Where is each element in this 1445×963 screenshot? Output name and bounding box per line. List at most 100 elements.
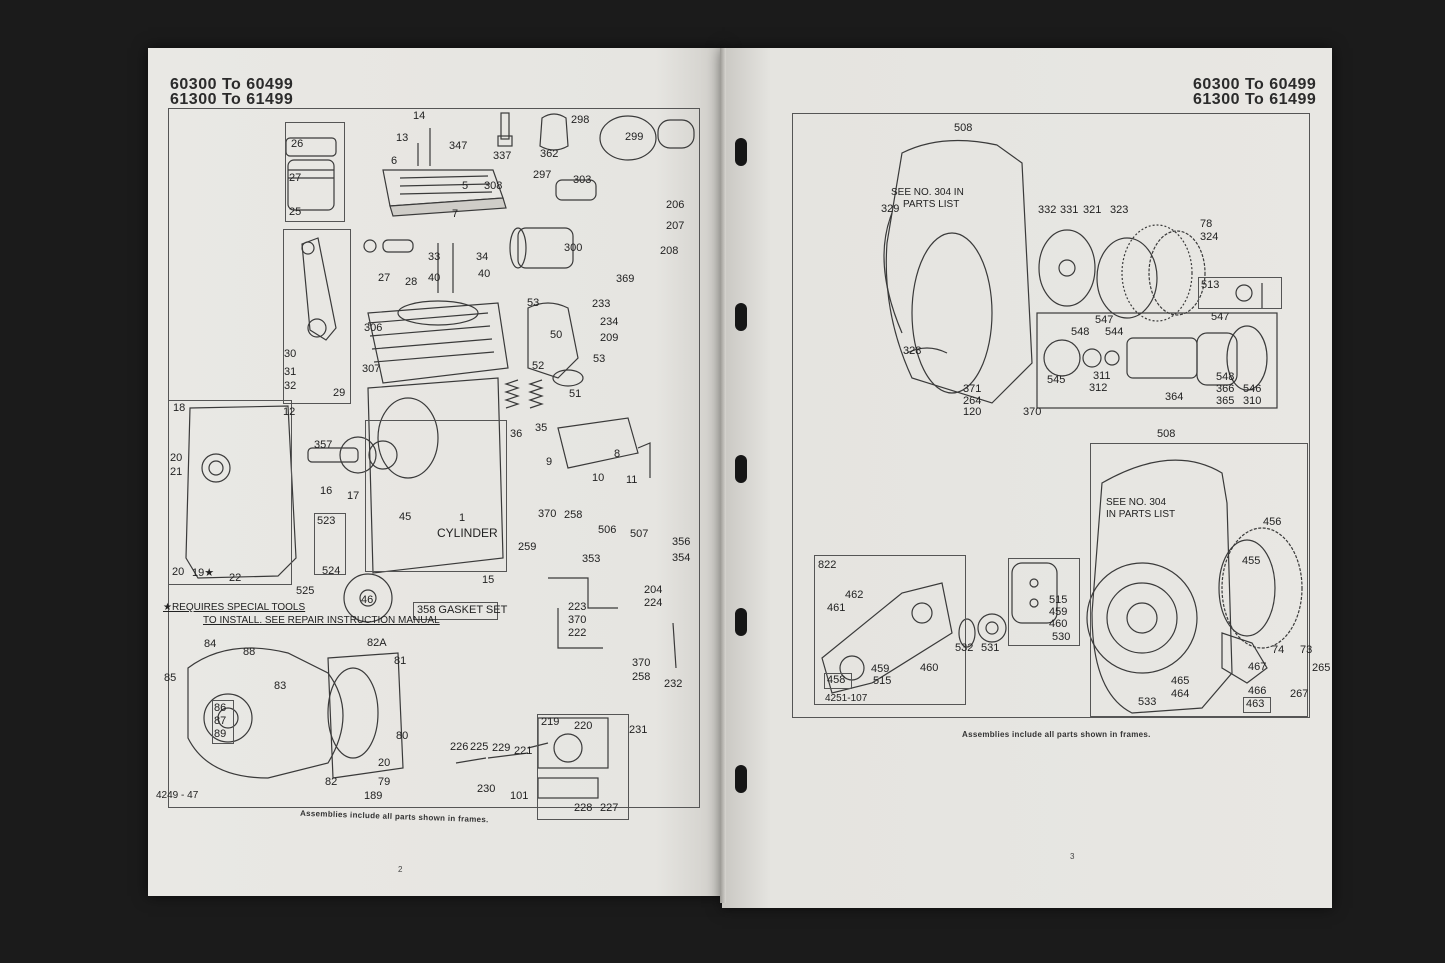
part-523-frame <box>314 513 346 575</box>
callout-35: 35 <box>535 422 548 434</box>
callout-460b: 460 <box>920 662 939 674</box>
right-drawing-number: 4251-107 <box>825 693 868 704</box>
callout-223: 223 <box>568 601 587 613</box>
callout-311: 311 <box>1093 370 1111 382</box>
callout-324: 324 <box>1200 231 1219 243</box>
callout-82a: 82A <box>367 637 387 649</box>
callout-73: 73 <box>1300 644 1313 656</box>
callout-14: 14 <box>413 110 426 122</box>
part-463-frame <box>1243 697 1271 713</box>
callout-532: 532 <box>955 642 974 654</box>
callout-1: 1 <box>459 512 466 524</box>
right-series-heading: 60300 To 60499 61300 To 61499 <box>1193 77 1316 108</box>
callout-306: 306 <box>364 322 383 334</box>
callout-220: 220 <box>574 720 593 732</box>
callout-467: 467 <box>1248 661 1267 673</box>
callout-357: 357 <box>314 439 333 451</box>
callout-507: 507 <box>630 528 649 540</box>
callout-29: 29 <box>333 387 346 399</box>
callout-465: 465 <box>1171 675 1190 687</box>
left-series-heading: 60300 To 60499 61300 To 61499 <box>170 77 293 108</box>
tools-note-line-1: ★REQUIRES SPECIAL TOOLS <box>163 602 306 613</box>
part-513-frame <box>1198 277 1282 309</box>
callout-20a: 20 <box>170 452 183 464</box>
callout-204: 204 <box>644 584 663 596</box>
callout-356: 356 <box>672 536 691 548</box>
callout-460a: 460 <box>1049 618 1068 630</box>
callout-303: 303 <box>573 174 592 186</box>
callout-458: 458 <box>827 674 846 686</box>
callout-40-left: 40 <box>428 272 441 284</box>
callout-548b: 548 <box>1216 371 1235 383</box>
cylinder-label: CYLINDER <box>437 526 498 540</box>
callout-79: 79 <box>378 776 391 788</box>
callout-366: 366 <box>1216 383 1235 395</box>
callout-78: 78 <box>1200 218 1213 230</box>
callout-337: 337 <box>493 150 512 162</box>
callout-822: 822 <box>818 559 837 571</box>
right-caption: Assemblies include all parts shown in fr… <box>962 730 1151 739</box>
callout-506: 506 <box>598 524 617 536</box>
crankcase-cover-frame <box>168 400 292 585</box>
callout-28: 28 <box>405 276 418 288</box>
callout-459a: 459 <box>1049 606 1068 618</box>
callout-298: 298 <box>571 114 590 126</box>
callout-464: 464 <box>1171 688 1190 700</box>
callout-547a: 547 <box>1095 314 1114 326</box>
callout-53b: 53 <box>593 353 606 365</box>
callout-33: 33 <box>428 251 441 263</box>
callout-461: 461 <box>827 602 846 614</box>
callout-18: 18 <box>173 402 186 414</box>
callout-221: 221 <box>514 745 533 757</box>
crankcase-frame <box>365 420 507 572</box>
binder-hole-3 <box>735 455 747 483</box>
callout-515b: 515 <box>873 675 892 687</box>
callout-227: 227 <box>600 802 619 814</box>
callout-258a: 258 <box>564 509 583 521</box>
callout-74: 74 <box>1272 644 1285 656</box>
callout-16: 16 <box>320 485 333 497</box>
callout-369: 369 <box>616 273 635 285</box>
callout-11: 11 <box>626 474 638 486</box>
part-458-frame <box>824 673 852 689</box>
callout-40-right: 40 <box>478 268 491 280</box>
callout-232: 232 <box>664 678 683 690</box>
callout-189: 189 <box>364 790 383 802</box>
callout-231: 231 <box>629 724 648 736</box>
callout-546: 546 <box>1243 383 1262 395</box>
callout-508a: 508 <box>954 122 973 134</box>
callout-53a: 53 <box>527 297 540 309</box>
callout-312: 312 <box>1089 382 1108 394</box>
callout-30: 30 <box>284 348 297 360</box>
part-822-frame <box>814 555 966 705</box>
binder-hole-5 <box>735 765 747 793</box>
callout-228: 228 <box>574 802 593 814</box>
callout-332: 332 <box>1038 204 1057 216</box>
callout-370b: 370 <box>568 614 587 626</box>
callout-234: 234 <box>600 316 619 328</box>
callout-45: 45 <box>399 511 412 523</box>
callout-258b: 258 <box>632 671 651 683</box>
piston-ring-frame <box>285 122 345 222</box>
binder-hole-4 <box>735 608 747 636</box>
callout-265: 265 <box>1312 662 1331 674</box>
callout-307: 307 <box>362 363 381 375</box>
callout-328: 328 <box>903 345 922 357</box>
callout-27: 27 <box>289 172 302 184</box>
callout-15: 15 <box>482 574 495 586</box>
callout-233: 233 <box>592 298 611 310</box>
callout-219: 219 <box>541 716 560 728</box>
callout-32: 32 <box>284 380 297 392</box>
callout-515a: 515 <box>1049 594 1068 606</box>
see-note-top-line-2: PARTS LIST <box>903 199 960 210</box>
callout-463: 463 <box>1246 698 1265 710</box>
callout-331: 331 <box>1060 204 1079 216</box>
callout-459b: 459 <box>871 663 890 675</box>
callout-89: 89 <box>214 728 227 740</box>
binder-hole-1 <box>735 138 747 166</box>
callout-87: 87 <box>214 715 227 727</box>
callout-371: 371 <box>963 383 982 395</box>
callout-101: 101 <box>510 790 529 802</box>
callout-466: 466 <box>1248 685 1267 697</box>
